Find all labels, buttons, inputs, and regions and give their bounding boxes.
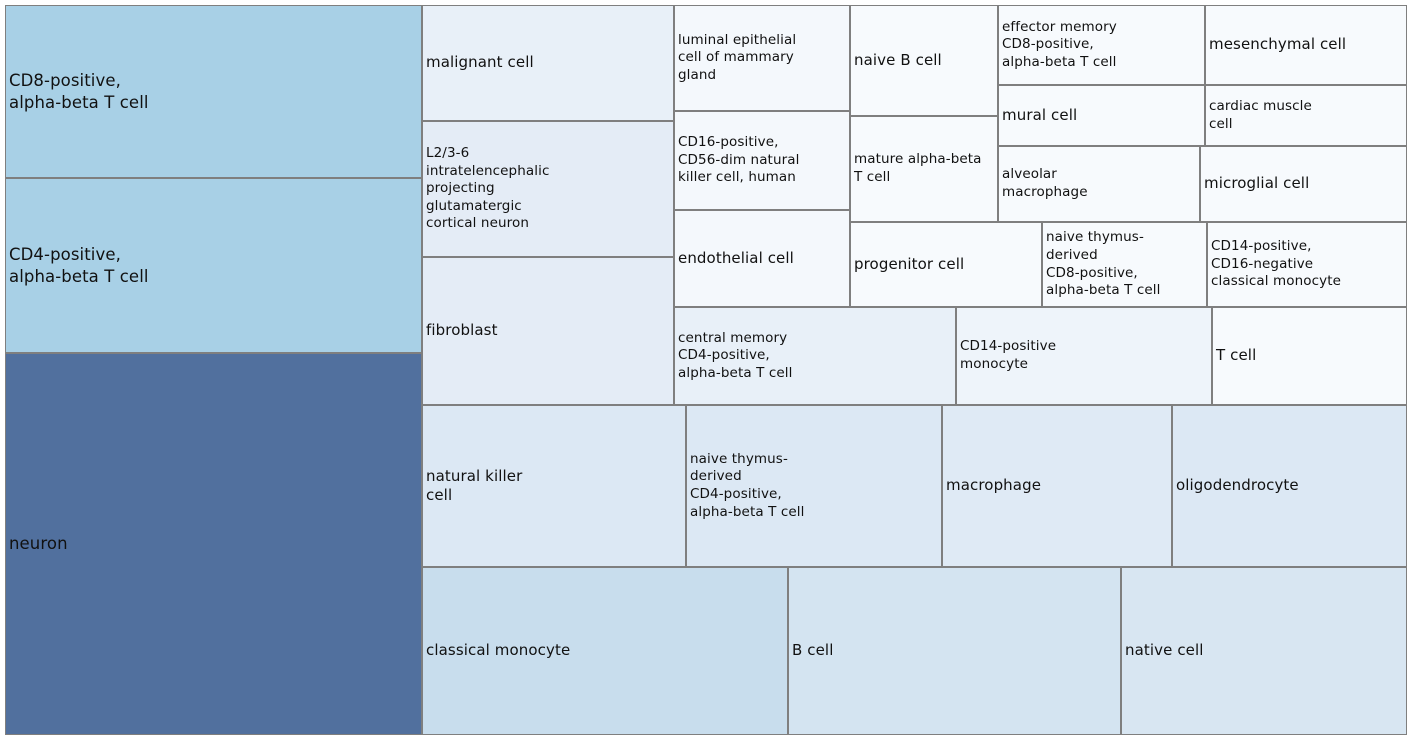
treemap-tile-mesenchymal-cell[interactable]: mesenchymal cell	[1205, 5, 1407, 85]
treemap-tile-label: T cell	[1216, 346, 1257, 365]
treemap-tile-label: microglial cell	[1204, 174, 1310, 193]
treemap-tile-label: progenitor cell	[854, 254, 965, 273]
treemap-tile-effector-memory-cd8-positive-alpha-beta-t-cell[interactable]: effector memory CD8-positive, alpha-beta…	[998, 5, 1205, 85]
treemap-tile-oligodendrocyte[interactable]: oligodendrocyte	[1172, 405, 1407, 567]
treemap-tile-label: naive B cell	[854, 50, 942, 69]
treemap-tile-cd8-positive-alpha-beta-t-cell[interactable]: CD8-positive, alpha-beta T cell	[5, 5, 422, 178]
treemap-tile-natural-killer-cell[interactable]: natural killer cell	[422, 405, 686, 567]
treemap-tile-label: alveolar macrophage	[1002, 166, 1088, 200]
treemap-tile-label: macrophage	[946, 476, 1042, 495]
treemap-tile-label: mature alpha-beta T cell	[854, 151, 982, 185]
treemap-tile-cd14-positive-cd16-negative-classical-monocyte[interactable]: CD14-positive, CD16-negative classical m…	[1207, 222, 1407, 307]
treemap-tile-label: CD14-positive, CD16-negative classical m…	[1211, 238, 1342, 290]
treemap-tile-progenitor-cell[interactable]: progenitor cell	[850, 222, 1042, 307]
treemap-tile-luminal-epithelial-cell-of-mammary-gland[interactable]: luminal epithelial cell of mammary gland	[674, 5, 850, 111]
treemap-tile-naive-thymus-derived-cd8-positive-alpha-beta-t-cell[interactable]: naive thymus- derived CD8-positive, alph…	[1042, 222, 1207, 307]
treemap-tile-label: B cell	[792, 641, 834, 660]
treemap-tile-label: fibroblast	[426, 321, 498, 340]
treemap-tile-label: L2/3-6 intratelencephalic projecting glu…	[426, 145, 550, 232]
treemap-tile-classical-monocyte[interactable]: classical monocyte	[422, 567, 788, 735]
treemap-tile-cd16-positive-cd56-dim-natural-killer-cell-human[interactable]: CD16-positive, CD56-dim natural killer c…	[674, 111, 850, 210]
treemap-tile-label: CD14-positive monocyte	[960, 338, 1057, 372]
treemap-tile-t-cell[interactable]: T cell	[1212, 307, 1407, 405]
treemap-tile-microglial-cell[interactable]: microglial cell	[1200, 146, 1407, 222]
treemap-tile-label: effector memory CD8-positive, alpha-beta…	[1002, 18, 1117, 70]
treemap-tile-naive-thymus-derived-cd4-positive-alpha-beta-t-cell[interactable]: naive thymus- derived CD4-positive, alph…	[686, 405, 942, 567]
treemap-tile-label: CD8-positive, alpha-beta T cell	[9, 71, 149, 112]
treemap-tile-neuron[interactable]: neuron	[5, 353, 422, 735]
treemap-tile-native-cell[interactable]: native cell	[1121, 567, 1407, 735]
treemap-tile-label: naive thymus- derived CD4-positive, alph…	[690, 450, 805, 520]
treemap-tile-central-memory-cd4-positive-alpha-beta-t-cell[interactable]: central memory CD4-positive, alpha-beta …	[674, 307, 956, 405]
treemap-tile-macrophage[interactable]: macrophage	[942, 405, 1172, 567]
treemap-tile-l2-3-6-cortical-neuron[interactable]: L2/3-6 intratelencephalic projecting glu…	[422, 121, 674, 257]
treemap-tile-malignant-cell[interactable]: malignant cell	[422, 5, 674, 121]
treemap-tile-label: endothelial cell	[678, 248, 794, 267]
treemap-tile-label: oligodendrocyte	[1176, 476, 1299, 495]
treemap-tile-label: mural cell	[1002, 105, 1078, 124]
treemap-tile-label: natural killer cell	[426, 466, 523, 505]
treemap-tile-label: malignant cell	[426, 53, 534, 72]
treemap-tile-b-cell[interactable]: B cell	[788, 567, 1121, 735]
treemap-tile-label: CD4-positive, alpha-beta T cell	[9, 245, 149, 286]
treemap-tile-label: central memory CD4-positive, alpha-beta …	[678, 329, 793, 381]
treemap-tile-cd14-positive-monocyte[interactable]: CD14-positive monocyte	[956, 307, 1212, 405]
treemap-tile-mural-cell[interactable]: mural cell	[998, 85, 1205, 146]
treemap-tile-fibroblast[interactable]: fibroblast	[422, 257, 674, 405]
treemap-tile-label: neuron	[9, 534, 68, 554]
treemap-tile-label: cardiac muscle cell	[1209, 97, 1312, 132]
treemap-tile-label: native cell	[1125, 641, 1204, 660]
treemap-tile-mature-alpha-beta-t-cell[interactable]: mature alpha-beta T cell	[850, 116, 998, 222]
treemap-tile-label: mesenchymal cell	[1209, 35, 1347, 54]
treemap-tile-label: CD16-positive, CD56-dim natural killer c…	[678, 134, 800, 186]
treemap-tile-label: naive thymus- derived CD8-positive, alph…	[1046, 229, 1161, 299]
treemap-tile-naive-b-cell[interactable]: naive B cell	[850, 5, 998, 116]
treemap-tile-label: luminal epithelial cell of mammary gland	[678, 31, 797, 83]
treemap-tile-cd4-positive-alpha-beta-t-cell[interactable]: CD4-positive, alpha-beta T cell	[5, 178, 422, 353]
treemap-tile-label: classical monocyte	[426, 641, 571, 660]
treemap-tile-cardiac-muscle-cell[interactable]: cardiac muscle cell	[1205, 85, 1407, 146]
treemap-tile-endothelial-cell[interactable]: endothelial cell	[674, 210, 850, 307]
treemap-tile-alveolar-macrophage[interactable]: alveolar macrophage	[998, 146, 1200, 222]
